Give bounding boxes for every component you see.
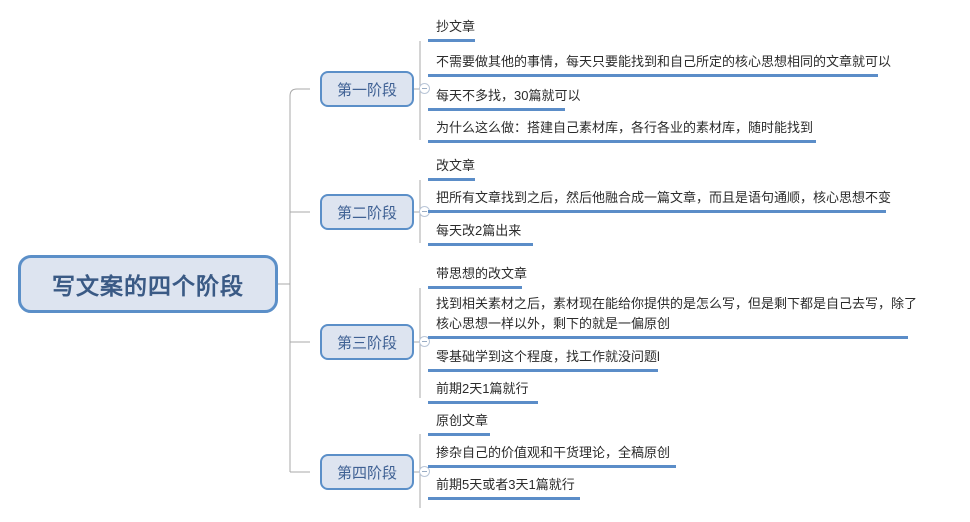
- leaf-item-label: 每天改2篇出来: [436, 223, 522, 238]
- leaf-item-label: 零基础学到这个程度，找工作就没问题l: [436, 349, 660, 364]
- leaf-item-label: 每天不多找，30篇就可以: [436, 88, 581, 103]
- leaf-item[interactable]: 带思想的改文章: [428, 264, 529, 292]
- leaf-underline: [428, 369, 658, 372]
- root-node[interactable]: 写文案的四个阶段: [18, 255, 278, 313]
- stage-node-1-label: 第一阶段: [336, 81, 397, 99]
- leaf-item[interactable]: 前期2天1篇就行: [428, 379, 540, 407]
- stage-node-2[interactable]: 第二阶段: [320, 194, 414, 230]
- leaf-item[interactable]: 把所有文章找到之后，然后他融合成一篇文章，而且是语句通顺，核心思想不变: [428, 188, 893, 216]
- leaf-item[interactable]: 抄文章: [428, 17, 477, 45]
- leaf-item[interactable]: 不需要做其他的事情，每天只要能找到和自己所定的核心思想相同的文章就可以: [428, 52, 893, 80]
- leaf-item[interactable]: 找到相关素材之后，素材现在能给你提供的是怎么写，但是剩下都是自己去写，除了核心思…: [428, 294, 920, 342]
- leaf-item-label: 前期5天或者3天1篇就行: [436, 477, 575, 492]
- leaf-underline: [428, 286, 522, 289]
- leaf-item[interactable]: 前期5天或者3天1篇就行: [428, 475, 582, 503]
- leaf-underline: [428, 140, 816, 143]
- collapse-minus-icon[interactable]: [419, 336, 430, 347]
- leaf-item-label: 不需要做其他的事情，每天只要能找到和自己所定的核心思想相同的文章就可以: [436, 54, 892, 69]
- leaf-underline: [428, 465, 676, 468]
- leaf-item-label: 前期2天1篇就行: [436, 381, 529, 396]
- leaf-underline: [428, 178, 475, 181]
- leaf-item-label: 带思想的改文章: [436, 266, 528, 281]
- leaf-underline: [428, 401, 538, 404]
- leaf-item-label: 为什么这么做：搭建自己素材库，各行各业的素材库，随时能找到: [436, 120, 814, 135]
- stage-node-1[interactable]: 第一阶段: [320, 71, 414, 107]
- leaf-item-label: 原创文章: [436, 413, 489, 428]
- leaf-underline: [428, 497, 580, 500]
- leaf-item[interactable]: 原创文章: [428, 411, 492, 439]
- leaf-item[interactable]: 掺杂自己的价值观和干货理论，全稿原创: [428, 443, 678, 471]
- stage-node-3[interactable]: 第三阶段: [320, 324, 414, 360]
- leaf-item-label: 抄文章: [436, 19, 476, 34]
- stage-node-2-label: 第二阶段: [336, 204, 397, 222]
- stage-node-4-label: 第四阶段: [336, 464, 397, 482]
- leaf-underline: [428, 210, 886, 213]
- leaf-underline: [428, 336, 908, 339]
- leaf-item[interactable]: 每天改2篇出来: [428, 221, 535, 249]
- leaf-item[interactable]: 改文章: [428, 156, 477, 184]
- leaf-underline: [428, 108, 565, 111]
- leaf-underline: [428, 433, 490, 436]
- collapse-minus-icon[interactable]: [419, 83, 430, 94]
- leaf-item-label: 找到相关素材之后，素材现在能给你提供的是怎么写，但是剩下都是自己去写，除了核心思…: [436, 296, 918, 331]
- leaf-item-label: 掺杂自己的价值观和干货理论，全稿原创: [436, 445, 671, 460]
- stage-node-4[interactable]: 第四阶段: [320, 454, 414, 490]
- collapse-minus-icon[interactable]: [419, 466, 430, 477]
- stage-node-3-label: 第三阶段: [336, 334, 397, 352]
- leaf-underline: [428, 39, 475, 42]
- leaf-item[interactable]: 零基础学到这个程度，找工作就没问题l: [428, 347, 662, 375]
- leaf-item-label: 改文章: [436, 158, 476, 173]
- leaf-item[interactable]: 每天不多找，30篇就可以: [428, 86, 582, 114]
- leaf-underline: [428, 74, 878, 77]
- leaf-item-label: 把所有文章找到之后，然后他融合成一篇文章，而且是语句通顺，核心思想不变: [436, 190, 892, 205]
- leaf-item[interactable]: 为什么这么做：搭建自己素材库，各行各业的素材库，随时能找到: [428, 118, 818, 146]
- leaf-underline: [428, 243, 533, 246]
- root-node-label: 写文案的四个阶段: [52, 273, 244, 299]
